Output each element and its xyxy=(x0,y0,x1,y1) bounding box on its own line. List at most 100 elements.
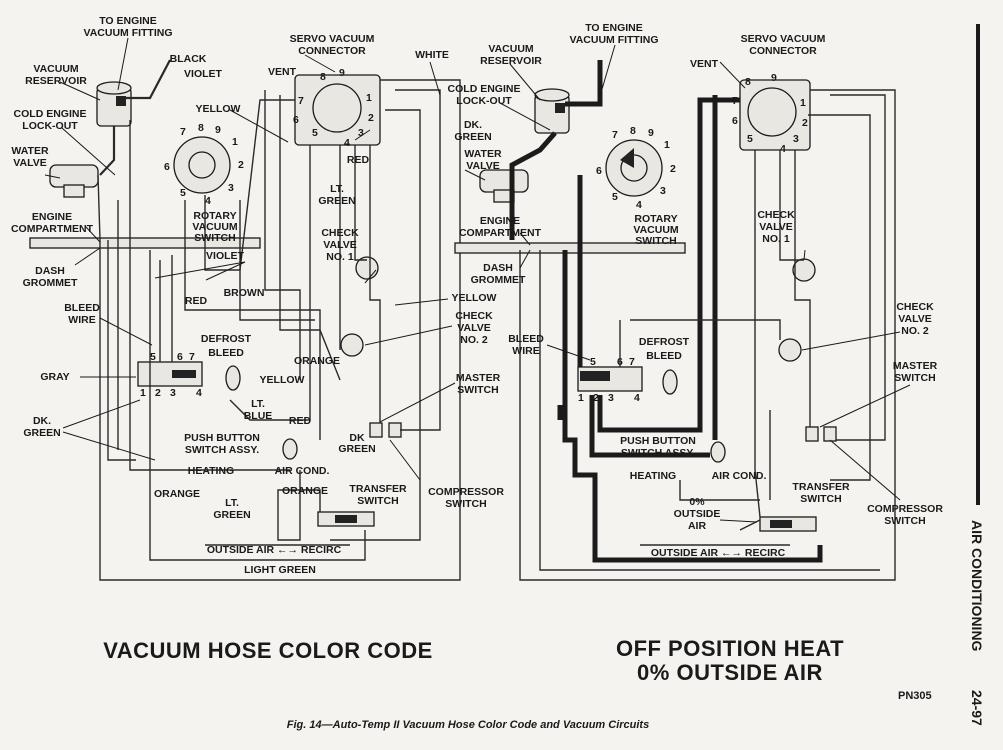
svg-text:7: 7 xyxy=(612,129,618,141)
r-label-engine-compartment-1: ENGINE xyxy=(480,215,520,227)
svg-text:3: 3 xyxy=(793,133,799,145)
left-hoses xyxy=(97,59,461,581)
svg-text:8: 8 xyxy=(198,122,204,134)
svg-text:5: 5 xyxy=(180,187,186,199)
svg-text:7: 7 xyxy=(180,126,186,138)
label-red-mid: RED xyxy=(185,295,208,307)
label-engine-compartment-1: ENGINE xyxy=(32,211,72,223)
label-dash-grommet-1: DASH xyxy=(35,265,65,277)
label-black: BLACK xyxy=(170,53,207,65)
label-dk-green-right-2: GREEN xyxy=(454,131,491,143)
dash-grommet-bar xyxy=(29,237,261,249)
svg-text:4: 4 xyxy=(196,387,202,399)
master-switch-right xyxy=(805,426,837,442)
label-dash-grommet-2: GROMMET xyxy=(23,277,78,289)
r-label-master-switch-1: MASTER xyxy=(893,360,938,372)
label-dk-green-left-1: DK. xyxy=(33,415,51,427)
svg-text:4: 4 xyxy=(344,137,350,149)
defrost-actuator-right xyxy=(662,369,678,395)
transfer-switch xyxy=(317,511,375,527)
r-label-check-valve-2-a: CHECK xyxy=(896,301,934,313)
r-label-air-cond: AIR COND. xyxy=(712,470,767,482)
label-violet-top: VIOLET xyxy=(184,68,223,80)
svg-text:4: 4 xyxy=(780,143,786,155)
r-label-servo-1: SERVO VACUUM xyxy=(741,33,826,45)
master-switch xyxy=(369,422,402,438)
svg-text:3: 3 xyxy=(228,182,234,194)
label-vacuum-reservoir-1: VACUUM xyxy=(33,63,79,75)
label-heating: HEATING xyxy=(188,465,234,477)
label-servo-1: SERVO VACUUM xyxy=(290,33,375,45)
check-valve-1-right xyxy=(792,258,816,282)
r-label-push-button-2: SWITCH ASSY. xyxy=(621,447,695,459)
r-label-master-switch-2: SWITCH xyxy=(894,372,935,384)
label-lt-blue-2: BLUE xyxy=(244,410,273,422)
svg-text:7: 7 xyxy=(189,351,195,363)
r-label-rotary-1: ROTARY xyxy=(634,213,677,225)
label-cold-engine-lockout-2: LOCK-OUT xyxy=(22,120,78,132)
svg-text:1: 1 xyxy=(366,92,372,104)
r-label-check-valve-2-c: NO. 2 xyxy=(901,325,929,337)
label-transfer-switch-1: TRANSFER xyxy=(349,483,407,495)
label-vent: VENT xyxy=(268,66,297,78)
label-dk-green-low-2: GREEN xyxy=(338,443,375,455)
svg-text:3: 3 xyxy=(358,127,364,139)
label-lt-green-bottom-1: LT. xyxy=(225,497,239,509)
svg-text:1: 1 xyxy=(232,136,238,148)
r-label-water-valve-2: VALVE xyxy=(466,160,499,172)
label-cold-engine-lockout-1: COLD ENGINE xyxy=(14,108,87,120)
svg-text:3: 3 xyxy=(170,387,176,399)
water-valve xyxy=(49,164,99,198)
r-label-check-valve-1-a: CHECK xyxy=(757,209,795,221)
defrost-actuator xyxy=(225,365,241,391)
r-label-transfer-switch-1: TRANSFER xyxy=(792,481,850,493)
r-label-oa-pct-1: 0% xyxy=(689,496,705,508)
label-check-valve-2-c: NO. 2 xyxy=(460,334,488,346)
label-push-button-2: SWITCH ASSY. xyxy=(185,444,259,456)
check-valve-2 xyxy=(340,333,364,357)
label-light-green: LIGHT GREEN xyxy=(244,564,316,576)
svg-text:1: 1 xyxy=(578,392,584,404)
label-rotary-3: SWITCH xyxy=(194,232,235,244)
water-valve-right xyxy=(479,169,529,203)
r-label-servo-2: CONNECTOR xyxy=(749,45,817,57)
r-label-bleed-wire-2: WIRE xyxy=(512,345,539,357)
svg-text:3: 3 xyxy=(608,392,614,404)
r-label-engine-compartment-2: COMPARTMENT xyxy=(459,227,542,239)
right-hoses xyxy=(509,60,896,581)
r-label-check-valve-1-c: NO. 1 xyxy=(762,233,790,245)
svg-text:8: 8 xyxy=(320,71,326,83)
svg-text:5: 5 xyxy=(747,133,753,145)
part-number: PN305 xyxy=(898,690,932,702)
r-label-vent: VENT xyxy=(690,58,719,70)
label-orange-bottom: ORANGE xyxy=(154,488,200,500)
svg-text:5: 5 xyxy=(312,127,318,139)
r-label-rotary-3: SWITCH xyxy=(635,235,676,247)
svg-text:9: 9 xyxy=(339,67,345,79)
label-check-valve-1-a: CHECK xyxy=(321,227,359,239)
vacuum-reservoir-right xyxy=(534,88,570,134)
r-label-vacuum-reservoir-1: VACUUM xyxy=(488,43,534,55)
vacuum-reservoir xyxy=(96,81,132,127)
label-violet-mid: VIOLET xyxy=(206,250,245,262)
check-valve-2-right xyxy=(778,338,802,362)
svg-text:6: 6 xyxy=(732,115,738,127)
label-gray: GRAY xyxy=(40,371,69,383)
label-dk-green-low-1: DK xyxy=(349,432,365,444)
svg-text:5: 5 xyxy=(590,356,596,368)
label-red-right: RED xyxy=(347,154,370,166)
r-label-bleed: BLEED xyxy=(646,350,682,362)
label-master-switch-2: SWITCH xyxy=(457,384,498,396)
label-master-switch-1: MASTER xyxy=(456,372,501,384)
r-label-vacuum-reservoir-2: RESERVOIR xyxy=(480,55,542,67)
r-label-oa-pct-2: OUTSIDE xyxy=(674,508,721,520)
label-yellow-right: YELLOW xyxy=(452,292,497,304)
heating-aircond-actuator-right xyxy=(710,441,726,463)
label-yellow-top: YELLOW xyxy=(196,103,241,115)
label-bleed-wire-1: BLEED xyxy=(64,302,100,314)
